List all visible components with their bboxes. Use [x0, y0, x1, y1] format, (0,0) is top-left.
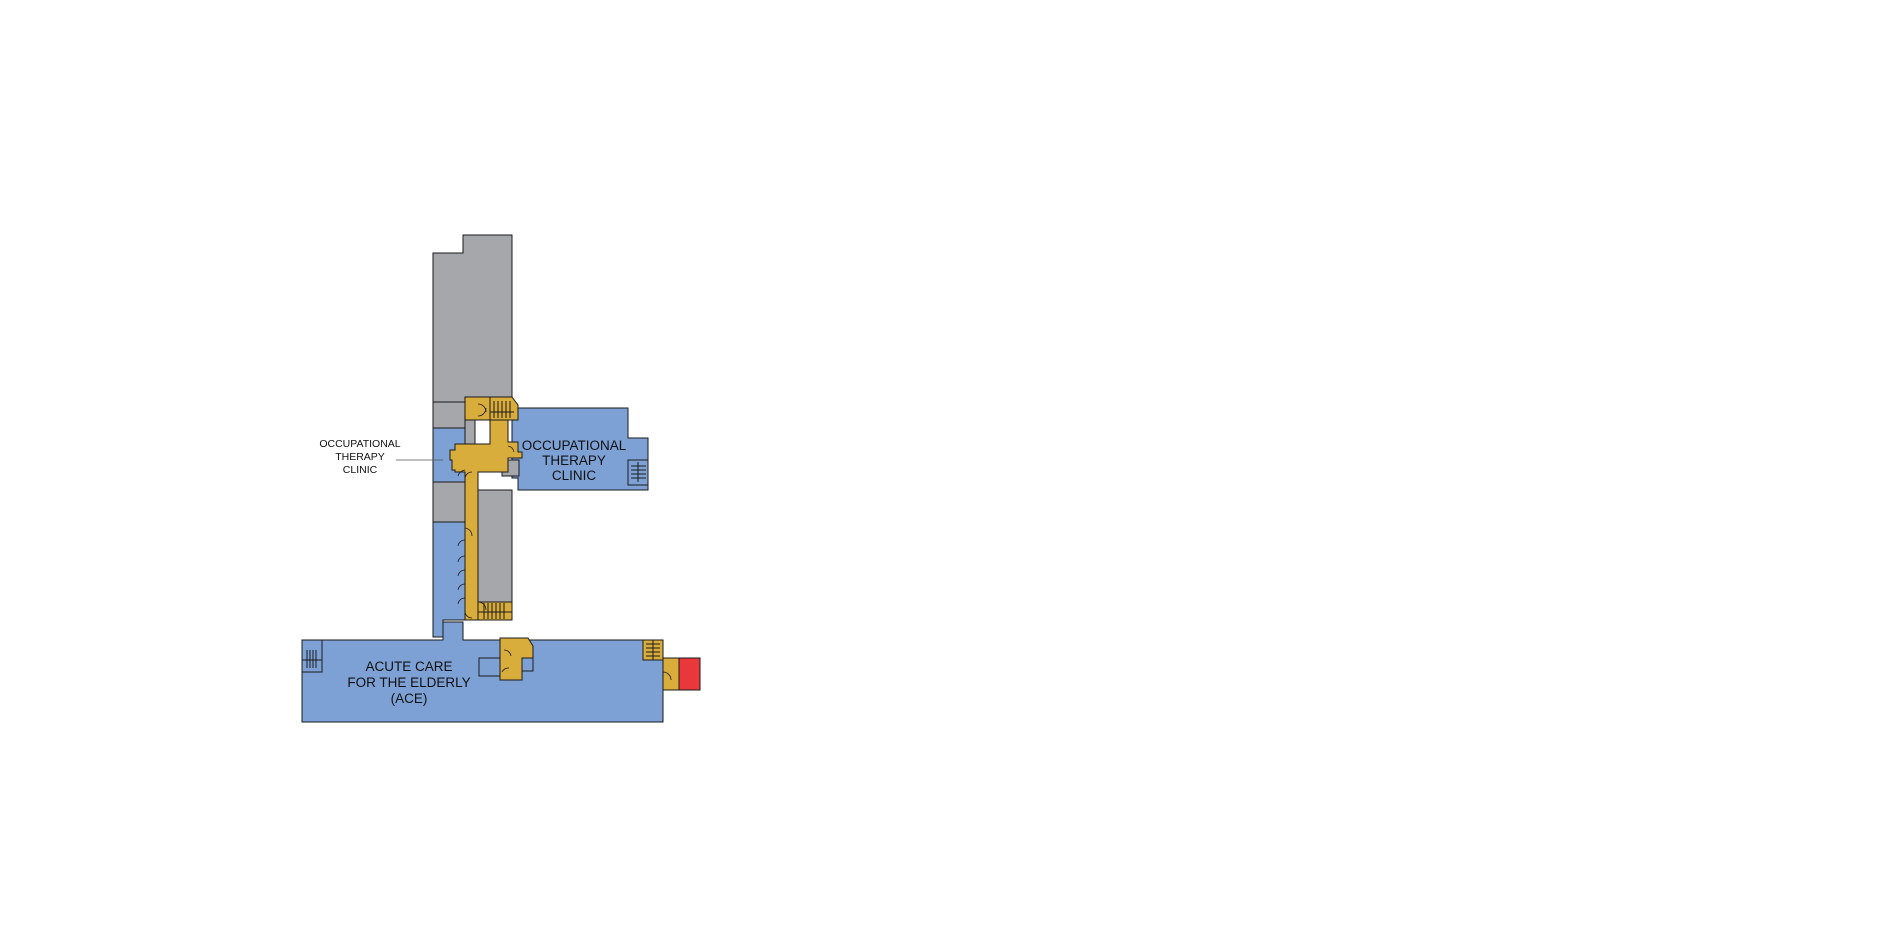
callout-line-2: THERAPY: [335, 451, 385, 463]
stairs-icon: [302, 650, 322, 668]
ot-clinic-east-wing: [511, 407, 649, 491]
tower-room-west-1: [432, 401, 466, 429]
stairs-icon: [478, 603, 512, 619]
lobby-small-room: [521, 657, 534, 672]
ace-label-line-2: FOR THE ELDERLY: [347, 675, 470, 690]
ace-corridor-rooms: [432, 521, 466, 638]
stairs-icon: [646, 640, 660, 660]
stair-north: [489, 396, 519, 421]
ot-clinic-label-line-3: CLINIC: [552, 468, 597, 483]
ot-clinic-label: OCCUPATIONAL THERAPY CLINIC: [522, 438, 627, 483]
ace-label-line-1: ACUTE CARE: [365, 659, 452, 674]
emergency-exit: [678, 657, 701, 691]
door-swing-icon: [457, 403, 672, 681]
circulation-spine: [449, 396, 523, 621]
stair-tower-south: [477, 601, 513, 621]
ace-label-line-3: (ACE): [391, 691, 428, 706]
stairs-icon: [490, 401, 514, 418]
stairs-icon: [627, 459, 649, 486]
lobby-side-room: [478, 657, 501, 677]
ace-unit-label: ACUTE CARE FOR THE ELDERLY (ACE): [347, 659, 470, 706]
tower-room-west-2: [432, 481, 466, 523]
callout-line-1: OCCUPATIONAL: [319, 438, 400, 450]
east-vestibule: [662, 657, 680, 691]
stair-ace-west: [301, 639, 323, 673]
callout-line-3: CLINIC: [343, 464, 378, 476]
ot-clinic-label-line-1: OCCUPATIONAL: [522, 438, 627, 453]
ot-clinic-label-line-2: THERAPY: [542, 453, 606, 468]
ot-clinic-callout: OCCUPATIONAL THERAPY CLINIC: [319, 438, 443, 476]
